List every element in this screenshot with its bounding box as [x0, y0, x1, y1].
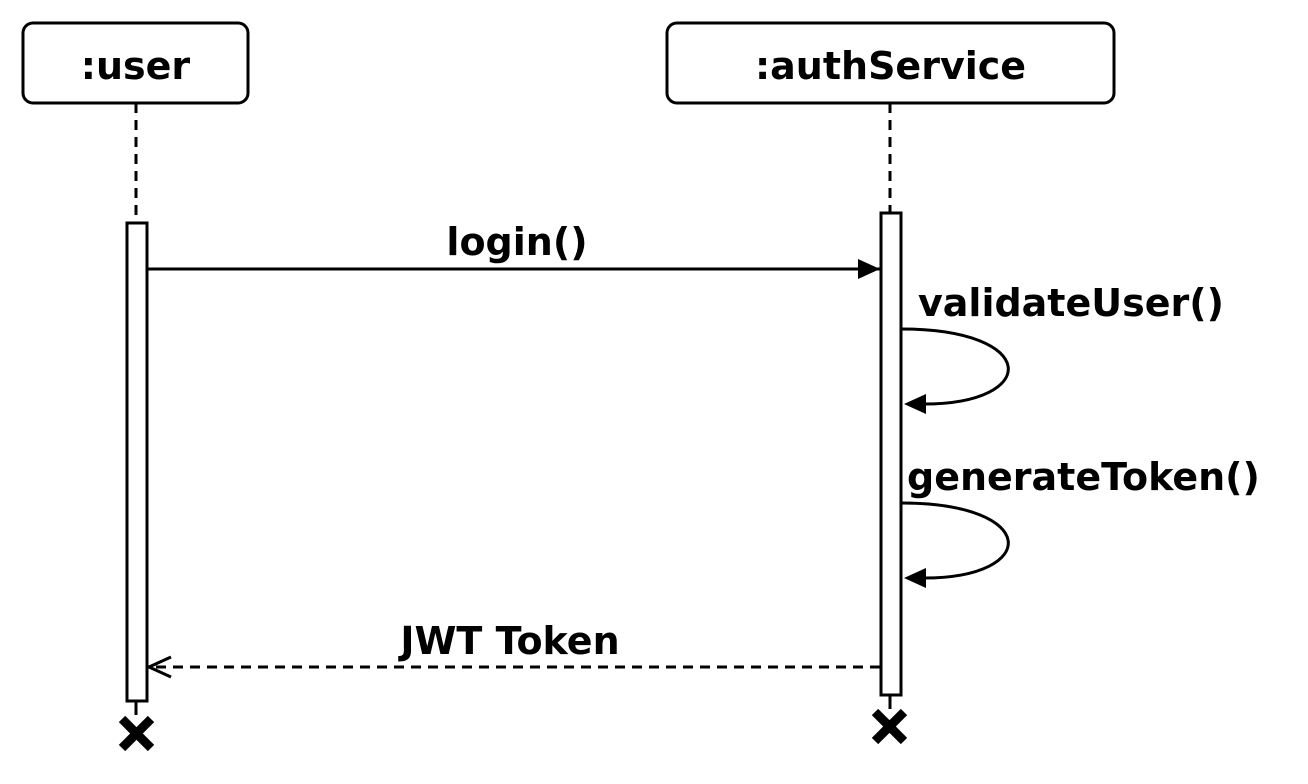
lifeline-authservice: :authService [665, 21, 1116, 745]
message-validateuser-label: validateUser() [918, 281, 1224, 325]
message-login-label: login() [446, 220, 587, 264]
lifeline-user-label: :user [81, 44, 191, 88]
lifeline-user: :user [21, 21, 250, 752]
message-login[interactable]: login() [147, 220, 880, 279]
activation-bar-authservice[interactable] [879, 211, 903, 697]
destroy-authservice-icon [871, 708, 908, 745]
message-jwt-token-label: JWT Token [397, 619, 619, 663]
message-generatetoken-loop [900, 501, 1010, 580]
lifeline-authservice-label: :authService [755, 44, 1026, 88]
message-generatetoken-label: generateToken() [907, 455, 1260, 499]
message-generatetoken[interactable]: generateToken() [900, 455, 1260, 588]
message-jwt-token[interactable]: JWT Token [145, 619, 880, 679]
message-validateuser-arrowhead-icon [904, 394, 926, 414]
message-validateuser[interactable]: validateUser() [900, 281, 1224, 414]
message-generatetoken-arrowhead-icon [904, 568, 926, 588]
destroy-user-icon [118, 715, 155, 752]
message-jwt-token-open-arrowhead-icon [145, 655, 172, 679]
message-login-arrowhead-icon [858, 259, 880, 279]
message-validateuser-loop [900, 327, 1010, 406]
activation-bar-user[interactable] [125, 221, 149, 703]
